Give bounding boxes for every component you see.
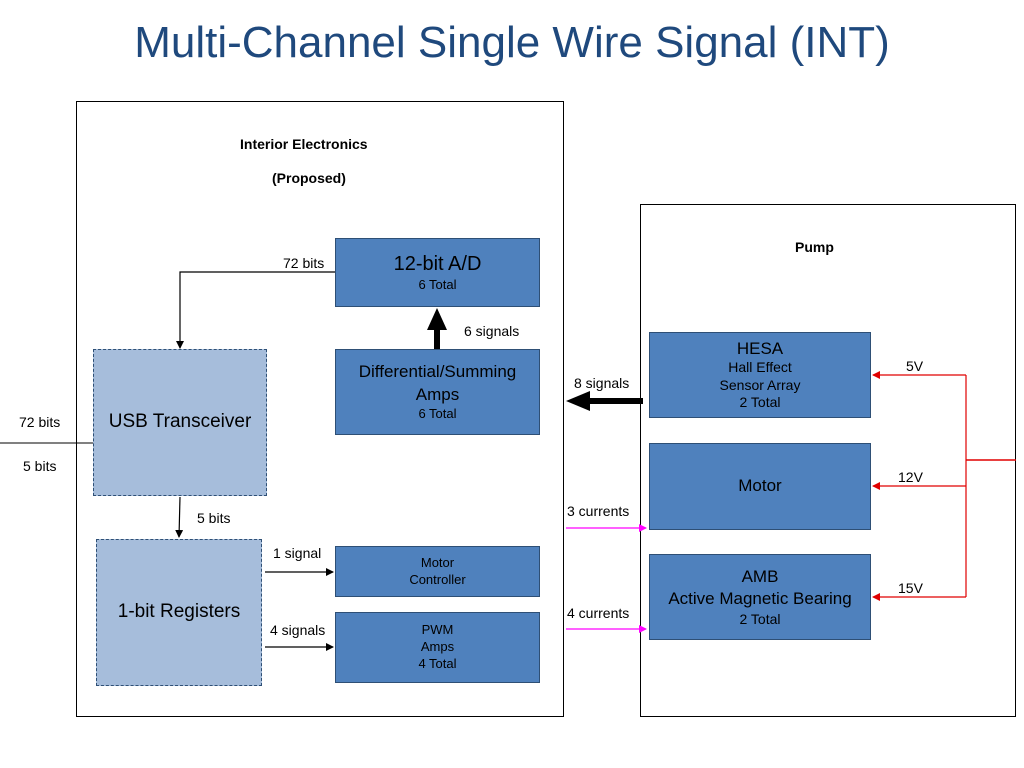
- label-5v: 5V: [906, 358, 924, 374]
- usb-title: USB Transceiver: [108, 411, 252, 433]
- label-3-currents: 3 currents: [567, 503, 630, 519]
- pwm-line1: PWM: [421, 622, 454, 638]
- motor-controller-block: Motor Controller: [335, 546, 540, 597]
- motor-block: Motor: [649, 443, 871, 530]
- registers-title: 1-bit Registers: [117, 601, 241, 623]
- label-1-signal: 1 signal: [273, 545, 322, 561]
- amb-block: AMB Active Magnetic Bearing 2 Total: [649, 554, 871, 640]
- label-4-signals: 4 signals: [270, 622, 326, 638]
- label-15v: 15V: [898, 580, 923, 596]
- pwm-amps-block: PWM Amps 4 Total: [335, 612, 540, 683]
- ad-title: 12-bit A/D: [393, 253, 482, 276]
- hesa-total: 2 Total: [739, 394, 781, 411]
- diff-line1: Differential/Summing: [358, 362, 517, 382]
- diff-total: 6 Total: [418, 405, 457, 421]
- ad-to-usb-wire: [176, 271, 335, 349]
- ad-converter-block: 12-bit A/D 6 Total: [335, 238, 540, 307]
- pwm-line2: Amps: [420, 639, 455, 655]
- hesa-block: HESA Hall Effect Sensor Array 2 Total: [649, 332, 871, 418]
- pwm-total: 4 Total: [418, 655, 457, 671]
- registers-block: 1-bit Registers: [96, 539, 262, 686]
- label-5-bits-external: 5 bits: [23, 458, 57, 474]
- motor-ctrl-line1: Motor: [420, 554, 455, 570]
- amb-line1: Active Magnetic Bearing: [668, 588, 852, 608]
- interior-title: Interior Electronics: [240, 136, 368, 152]
- interior-subtitle: (Proposed): [272, 170, 346, 186]
- label-72-bits-external: 72 bits: [19, 414, 61, 430]
- diff-line2: Amps: [415, 384, 460, 404]
- amb-title: AMB: [741, 566, 779, 586]
- label-5-bits-usb: 5 bits: [197, 510, 231, 526]
- label-72-bits-ad: 72 bits: [283, 255, 325, 271]
- hesa-line1: Hall Effect: [728, 359, 792, 376]
- label-4-currents: 4 currents: [567, 605, 630, 621]
- hesa-line2: Sensor Array: [719, 376, 801, 393]
- hesa-title: HESA: [736, 339, 784, 359]
- label-12v: 12V: [898, 469, 923, 485]
- page-title: Multi-Channel Single Wire Signal (INT): [134, 18, 890, 67]
- motor-ctrl-line2: Controller: [409, 571, 466, 587]
- ad-total: 6 Total: [418, 277, 457, 293]
- diff-to-ad-arrow-head: [427, 308, 447, 330]
- label-6-signals: 6 signals: [464, 323, 520, 339]
- amb-total: 2 Total: [739, 611, 781, 627]
- diff-amps-block: Differential/Summing Amps 6 Total: [335, 349, 540, 435]
- usb-to-registers-wire: [175, 496, 184, 538]
- label-8-signals: 8 signals: [574, 375, 630, 391]
- motor-title: Motor: [738, 476, 782, 496]
- hesa-to-diff-arrow-head: [566, 391, 590, 411]
- usb-transceiver-block: USB Transceiver: [93, 349, 267, 496]
- pump-title: Pump: [795, 239, 834, 255]
